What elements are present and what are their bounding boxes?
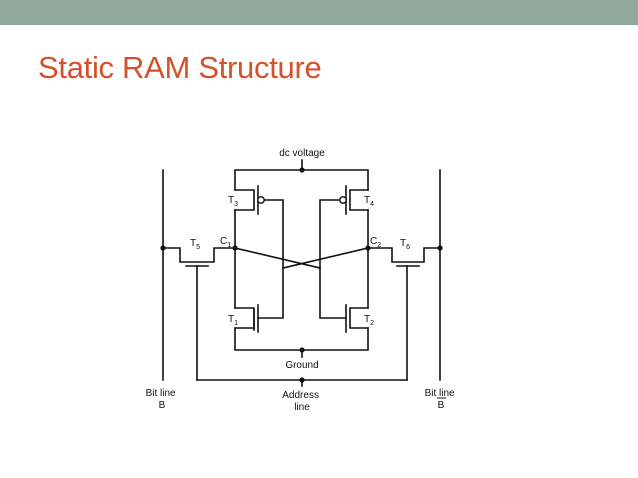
t1-label: T1 xyxy=(228,314,238,327)
bit-line-b-label: Bit line B xyxy=(146,388,179,411)
bit-line-b-bar-label: Bit line B xyxy=(425,388,458,411)
t4-label: T4 xyxy=(364,195,374,208)
t6-label: T6 xyxy=(400,238,410,251)
cross-wire-c1 xyxy=(234,247,321,269)
t1-channel xyxy=(234,307,255,329)
t4-channel xyxy=(349,189,369,211)
t3-label: T3 xyxy=(228,195,238,208)
cross-wire-c2 xyxy=(282,247,369,269)
c2-label: C2 xyxy=(370,236,381,249)
ground-label: Ground xyxy=(285,360,318,371)
t3-channel xyxy=(234,189,255,211)
top-band xyxy=(0,0,638,25)
t3-gate-bubble xyxy=(257,196,265,204)
t2-label: T2 xyxy=(364,314,374,327)
slide-title: Static RAM Structure xyxy=(38,50,322,85)
t4-gate-bubble xyxy=(339,196,347,204)
t5-label: T5 xyxy=(190,238,200,251)
c1-label: C1 xyxy=(220,236,231,249)
dc-voltage-label: dc voltage xyxy=(279,148,325,159)
junction-dots xyxy=(160,167,443,383)
t2-channel xyxy=(349,307,369,329)
address-line-label: Address line xyxy=(282,390,321,413)
